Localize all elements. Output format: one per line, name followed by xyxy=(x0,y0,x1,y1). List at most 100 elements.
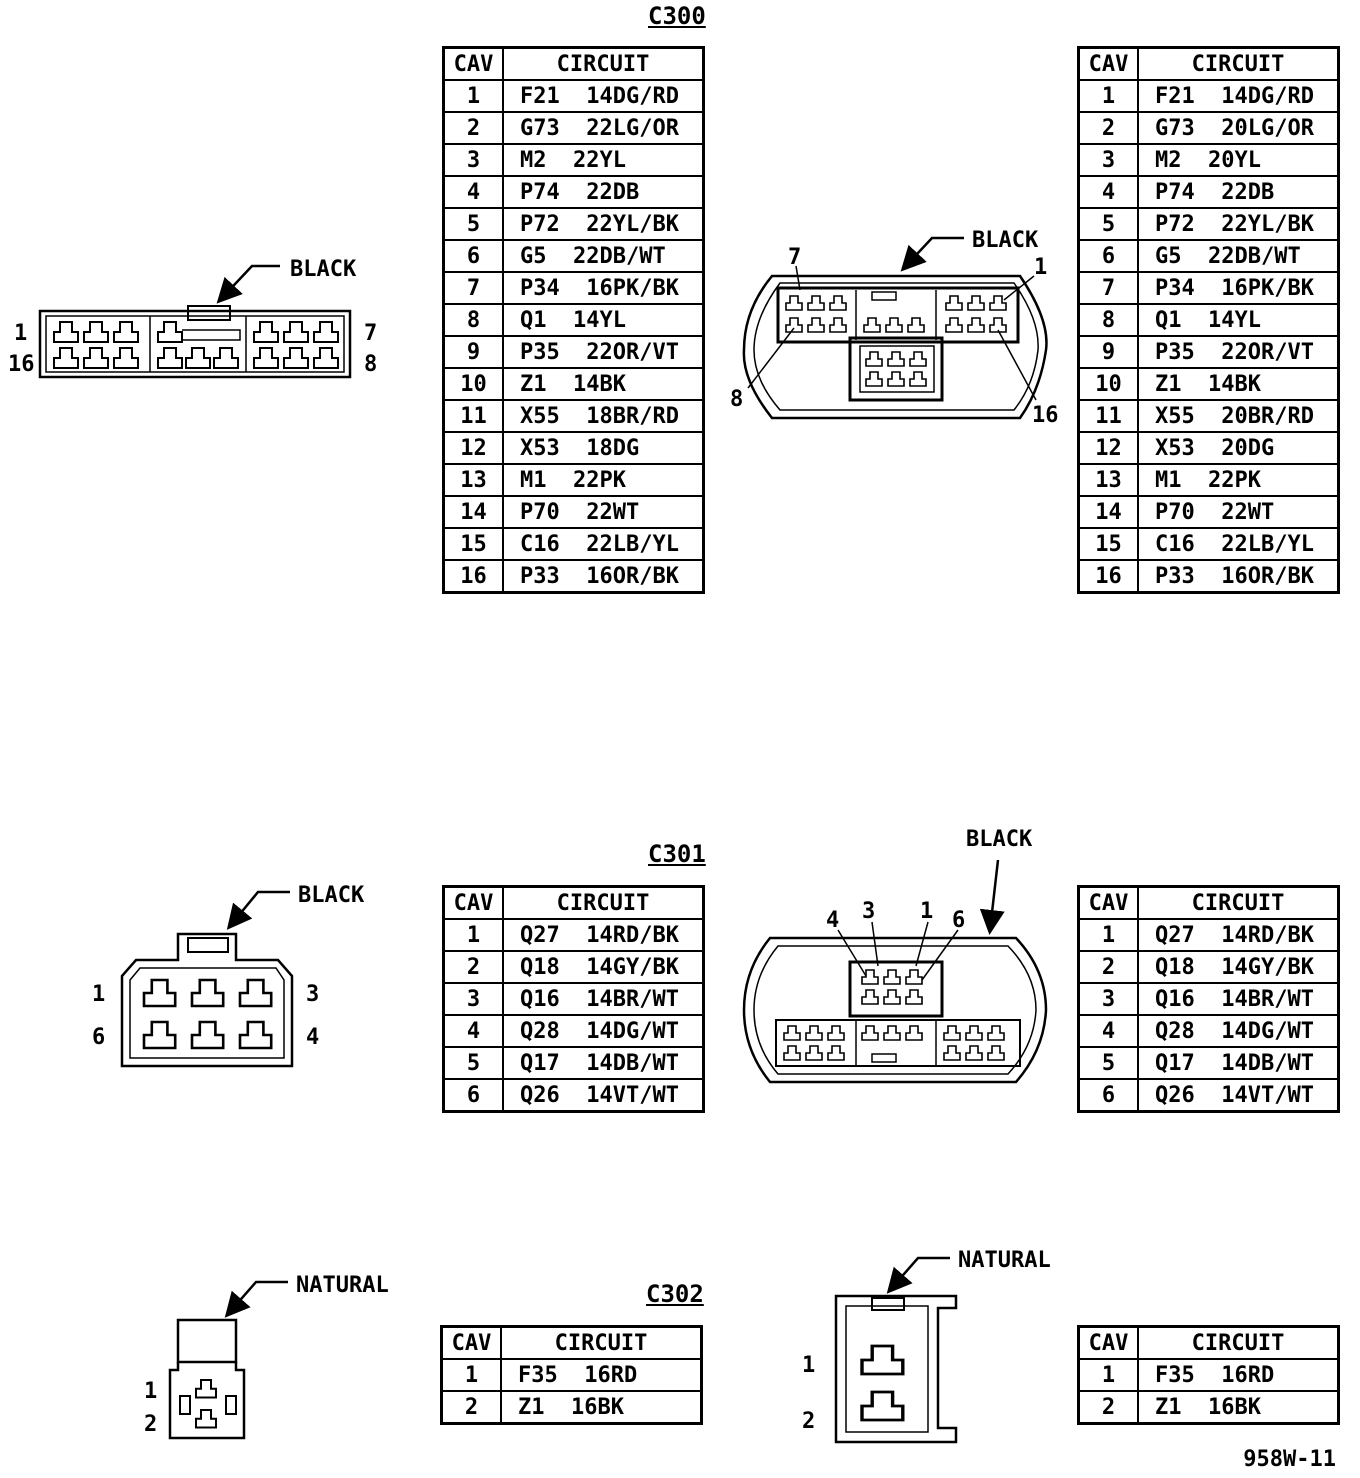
circuit-cell: M1 22PK xyxy=(502,463,705,497)
circuit-cell: G73 20LG/OR xyxy=(1137,111,1340,145)
cav-cell: 14 xyxy=(1077,495,1139,529)
figure-id: 958W-11 xyxy=(1243,1447,1336,1472)
circuit-cell: Q28 14DG/WT xyxy=(1137,1014,1340,1048)
cav-cell: 8 xyxy=(442,303,504,337)
c301-left-color-label: BLACK xyxy=(298,883,365,908)
cav-cell: 4 xyxy=(442,175,504,209)
circuit-cell: Z1 14BK xyxy=(502,367,705,401)
cav-cell: 12 xyxy=(1077,431,1139,465)
cav-cell: 13 xyxy=(442,463,504,497)
cav-cell: 1 xyxy=(442,918,504,952)
circuit-cell: M2 20YL xyxy=(1137,143,1340,177)
circuit-header: CIRCUIT xyxy=(1137,885,1340,920)
cav-cell: 6 xyxy=(442,1078,504,1113)
cav-cell: 13 xyxy=(1077,463,1139,497)
cav-cell: 3 xyxy=(442,143,504,177)
cav-cell: 9 xyxy=(442,335,504,369)
circuit-cell: P35 22OR/VT xyxy=(502,335,705,369)
cav-cell: 2 xyxy=(440,1390,502,1425)
circuit-cell: Q1 14YL xyxy=(1137,303,1340,337)
circuit-cell: G5 22DB/WT xyxy=(502,239,705,273)
c302-left-pin-2: 2 xyxy=(144,1412,157,1437)
circuit-cell: X53 20DG xyxy=(1137,431,1340,465)
c301-left-pin-6: 6 xyxy=(92,1025,105,1050)
c301-title: C301 xyxy=(648,840,706,868)
cav-cell: 1 xyxy=(1077,79,1139,113)
circuit-cell: P34 16PK/BK xyxy=(1137,271,1340,305)
cav-cell: 5 xyxy=(442,207,504,241)
circuit-cell: C16 22LB/YL xyxy=(502,527,705,561)
circuit-cell: Q27 14RD/BK xyxy=(1137,918,1340,952)
c301-right-pin-6: 6 xyxy=(952,908,965,933)
cav-cell: 2 xyxy=(1077,111,1139,145)
cav-cell: 15 xyxy=(442,527,504,561)
circuit-cell: Q26 14VT/WT xyxy=(502,1078,705,1113)
circuit-cell: P33 16OR/BK xyxy=(1137,559,1340,594)
circuit-cell: P34 16PK/BK xyxy=(502,271,705,305)
c300-right-pin-16: 16 xyxy=(1032,403,1059,428)
c301-left-pin-1: 1 xyxy=(92,982,105,1007)
cav-cell: 5 xyxy=(1077,207,1139,241)
cav-cell: 11 xyxy=(1077,399,1139,433)
c301-left-pin-3: 3 xyxy=(306,982,319,1007)
cav-cell: 4 xyxy=(1077,1014,1139,1048)
c301-right-pin-1: 1 xyxy=(920,899,933,924)
c300-left-connector xyxy=(38,264,352,379)
c300-left-color-label: BLACK xyxy=(290,257,357,282)
circuit-cell: P72 22YL/BK xyxy=(502,207,705,241)
c301-right-connector xyxy=(742,859,1048,1084)
cav-header: CAV xyxy=(442,885,504,920)
c302-right-pin-1: 1 xyxy=(802,1353,815,1378)
cav-header: CAV xyxy=(1077,885,1139,920)
c300-left-pin-16: 16 xyxy=(8,352,35,377)
cav-cell: 4 xyxy=(442,1014,504,1048)
cav-cell: 10 xyxy=(442,367,504,401)
circuit-header: CIRCUIT xyxy=(502,46,705,81)
circuit-cell: Q16 14BR/WT xyxy=(502,982,705,1016)
circuit-header: CIRCUIT xyxy=(1137,1325,1340,1360)
circuit-cell: Q27 14RD/BK xyxy=(502,918,705,952)
circuit-cell: P74 22DB xyxy=(1137,175,1340,209)
circuit-cell: Z1 16BK xyxy=(500,1390,703,1425)
cav-header: CAV xyxy=(442,46,504,81)
cav-cell: 3 xyxy=(442,982,504,1016)
c300-right-pin-1: 1 xyxy=(1034,255,1047,280)
circuit-cell: Q17 14DB/WT xyxy=(502,1046,705,1080)
cav-header: CAV xyxy=(1077,46,1139,81)
circuit-cell: Q17 14DB/WT xyxy=(1137,1046,1340,1080)
c301-left-pin-4: 4 xyxy=(306,1025,319,1050)
circuit-cell: F21 14DG/RD xyxy=(1137,79,1340,113)
circuit-cell: Q1 14YL xyxy=(502,303,705,337)
circuit-cell: X55 20BR/RD xyxy=(1137,399,1340,433)
cav-cell: 1 xyxy=(1077,918,1139,952)
cav-cell: 4 xyxy=(1077,175,1139,209)
cav-cell: 1 xyxy=(442,79,504,113)
circuit-cell: Q28 14DG/WT xyxy=(502,1014,705,1048)
c300-right-connector xyxy=(742,236,1048,420)
circuit-cell: Z1 14BK xyxy=(1137,367,1340,401)
cav-cell: 9 xyxy=(1077,335,1139,369)
c301-right-color-label: BLACK xyxy=(966,827,1033,852)
